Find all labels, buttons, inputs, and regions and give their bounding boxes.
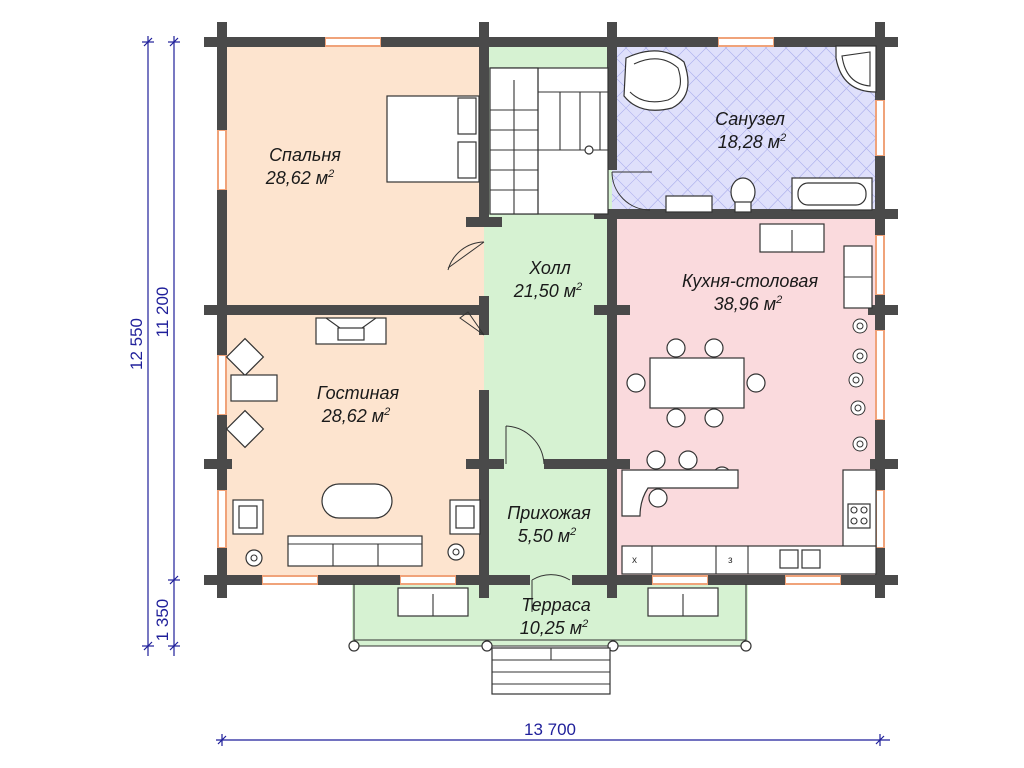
terrace-elements bbox=[348, 584, 752, 695]
doors bbox=[447, 171, 652, 612]
kitchen-label: Кухня-столовая bbox=[682, 271, 819, 291]
window bbox=[651, 575, 709, 585]
window bbox=[261, 575, 319, 585]
window bbox=[875, 329, 885, 421]
appliance-mark-x: x bbox=[632, 555, 637, 566]
width-dimension: 13 700 bbox=[524, 720, 576, 739]
window bbox=[217, 129, 227, 191]
kitchen-furniture: x з bbox=[621, 223, 877, 575]
terrace-depth-dimension: 1 350 bbox=[153, 599, 172, 642]
hall-area: 21,50 м2 bbox=[513, 281, 583, 301]
entry-area: 5,50 м2 bbox=[518, 526, 577, 546]
walls bbox=[204, 22, 898, 598]
window bbox=[217, 354, 227, 416]
window bbox=[217, 489, 227, 549]
window bbox=[324, 37, 382, 47]
bathroom-label: Санузел bbox=[715, 109, 785, 129]
window bbox=[784, 575, 842, 585]
appliance-mark-z: з bbox=[728, 555, 733, 566]
living-room-label: Гостиная bbox=[317, 383, 400, 403]
bedroom-area: 28,62 м2 bbox=[265, 168, 335, 188]
front-door bbox=[531, 574, 571, 612]
window bbox=[875, 234, 885, 296]
window bbox=[875, 99, 885, 157]
entry-label: Прихожая bbox=[507, 503, 591, 523]
living-room-area: 28,62 м2 bbox=[321, 406, 391, 426]
bathroom-fixtures bbox=[623, 45, 877, 213]
bathroom-area: 18,28 м2 bbox=[718, 132, 787, 152]
bedroom-door bbox=[447, 241, 485, 271]
terrace-area: 10,25 м2 bbox=[520, 618, 589, 638]
kitchen-area: 38,96 м2 bbox=[714, 294, 783, 314]
bathroom-door bbox=[611, 171, 652, 211]
kitchen-plants bbox=[848, 318, 868, 452]
living-room-door bbox=[459, 311, 485, 336]
hall-label: Холл bbox=[528, 258, 571, 278]
house-height-dimension: 11 200 bbox=[153, 287, 172, 338]
dimension-lines bbox=[142, 36, 890, 746]
living-room-floor bbox=[222, 310, 484, 580]
bedroom-label: Спальня bbox=[269, 145, 341, 165]
staircase bbox=[489, 67, 609, 215]
entry-door bbox=[505, 425, 545, 465]
terrace-label: Терраса bbox=[521, 595, 590, 615]
window bbox=[717, 37, 775, 47]
entry-floor bbox=[484, 464, 612, 580]
window bbox=[399, 575, 457, 585]
living-room-furniture bbox=[225, 317, 481, 567]
window bbox=[875, 489, 885, 549]
total-height-dimension: 12 550 bbox=[127, 318, 146, 370]
bed bbox=[386, 95, 480, 183]
